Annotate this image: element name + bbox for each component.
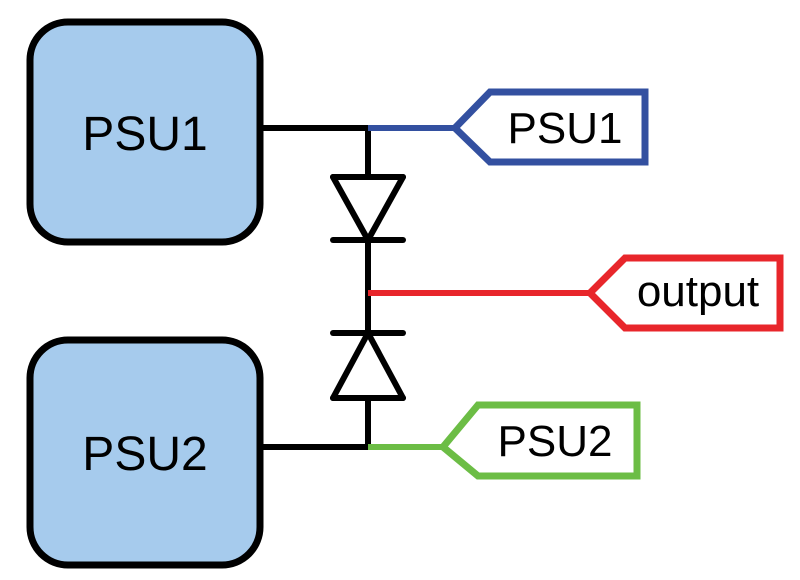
lower-diode (330, 330, 406, 401)
lower-diode-triangle (330, 330, 406, 401)
psu2-net-label: PSU2 (438, 401, 641, 480)
psu1-block-label: PSU1 (82, 108, 207, 161)
output-net-label: output (585, 254, 784, 332)
psu1-net-text: PSU1 (508, 104, 623, 153)
psu2-block: PSU2 (26, 336, 264, 569)
psu1-block: PSU1 (26, 18, 264, 246)
psu2-block-label: PSU2 (82, 428, 207, 481)
psu1-net-tag (450, 88, 649, 166)
psu1-net-label: PSU1 (450, 88, 649, 166)
upper-diode (330, 174, 406, 243)
psu1-box (26, 18, 264, 246)
psu2-box (26, 336, 264, 569)
psu2-net-tag (438, 401, 641, 480)
output-net-text: output (637, 267, 759, 316)
output-net-tag (585, 254, 784, 332)
psu2-net-text: PSU2 (498, 417, 613, 466)
upper-diode-triangle (330, 174, 406, 243)
